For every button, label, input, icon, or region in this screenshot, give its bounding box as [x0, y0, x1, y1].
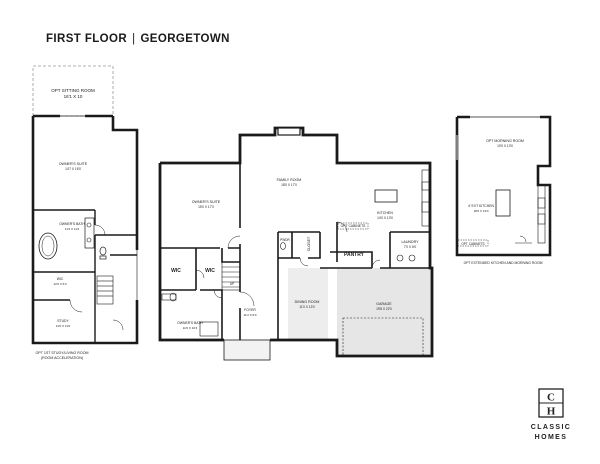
left-owners-bath-label: OWNER'S BATH	[59, 222, 85, 226]
monogram-h: H	[547, 406, 556, 418]
opt-sitting-room-label: OPT SITTING ROOM	[51, 88, 95, 93]
fireplace-icon	[277, 127, 301, 136]
main-stairs-icon	[221, 261, 241, 291]
wic-1-label: WIC	[171, 268, 181, 274]
family-room-label: FAMILY ROOM	[277, 178, 302, 182]
dining-room-label: DINING ROOM	[295, 300, 320, 304]
foyer-size: 11'2 X 6'0	[244, 313, 257, 317]
garage-floor	[337, 268, 432, 356]
left-owners-suite-size: 14'7 X 16'0	[65, 167, 81, 171]
owners-bath-label: OWNER'S BATH	[177, 321, 203, 325]
right-opt-cabinets-label: OPT CABINETS	[461, 242, 484, 246]
left-caption-line-2: (ROOM ACCELERATION)	[41, 356, 83, 360]
dining-floor	[288, 268, 328, 340]
page-title: FIRST FLOOR | GEORGETOWN	[46, 33, 230, 45]
opt-morning-room-label: OPT MORNING ROOM	[486, 139, 524, 143]
pantry-label: PANTRY	[344, 252, 365, 258]
toilet-icon	[169, 292, 177, 302]
kitchen-label: KITCHEN	[377, 211, 393, 215]
left-alternate-plan: OPT SITTING ROOM 16'1 X 10 OWNER'S SUITE…	[31, 65, 139, 360]
opt-cabinets-label: OPT CABINETS	[341, 224, 367, 228]
kitchen-size: 14'0 X 13'0	[377, 216, 393, 220]
logo-line-2: HOMES	[534, 434, 568, 441]
laundry-label: LAUNDRY	[401, 240, 419, 244]
bathtub-icon	[38, 232, 58, 260]
left-owners-suite-label: OWNER'S SUITE	[59, 162, 88, 166]
foyer-label: FOYER	[244, 308, 256, 312]
powder-label: PWDR	[280, 238, 290, 242]
opt-sitting-room-size: 16'1 X 10	[64, 94, 83, 99]
title-separator: |	[132, 33, 136, 45]
monogram-c: C	[547, 392, 555, 404]
classic-homes-logo: C H CLASSIC HOMES	[522, 388, 582, 448]
wic-2-label: WIC	[205, 268, 215, 274]
left-owners-bath-size: 11'2 X 11'2	[65, 227, 80, 231]
left-wic-size: 12'0 X 6'4	[53, 282, 66, 286]
family-room-size: 18'0 X 17'0	[281, 183, 297, 187]
left-wic-label: WIC	[57, 277, 64, 281]
right-alternate-plan: OPT MORNING ROOM 10'0 X 13'0 4' EXT KITC…	[455, 115, 552, 265]
owners-bath-size: 11'0 X 10'4	[183, 326, 198, 330]
floor-label: FIRST FLOOR	[46, 33, 128, 45]
stairs-icon	[96, 275, 114, 305]
garage-label: GARAGE	[376, 302, 392, 306]
ch-monogram-icon: C H	[538, 388, 564, 418]
garage-door-outline	[342, 317, 424, 357]
dining-room-size: 11'0 X 13'0	[299, 305, 315, 309]
front-porch	[223, 339, 271, 361]
laundry-size: 7'0 X 6'0	[404, 245, 416, 249]
opt-kitchen-island	[495, 189, 511, 217]
left-caption-line-1: OPT 1ST STUDY/LIVING ROOM	[36, 351, 89, 355]
kitchen-counter	[421, 169, 430, 227]
right-caption: OPT EXTENDED KITCHEN AND MORNING ROOM	[464, 261, 543, 265]
opt-morning-room-size: 10'0 X 13'0	[497, 144, 513, 148]
opt-kitchen-label: 4' EXT KITCHEN	[468, 204, 494, 208]
garage-size: 19'8 X 22'0	[376, 307, 392, 311]
owners-suite-label: OWNER'S SUITE	[192, 200, 221, 204]
model-name: GEORGETOWN	[140, 33, 230, 45]
left-study-label: STUDY	[57, 319, 69, 323]
left-study-size: 11'0 X 11'0	[56, 324, 71, 328]
logo-line-1: CLASSIC	[530, 424, 572, 431]
kitchen-island	[374, 189, 398, 203]
owners-suite-size: 15'0 X 17'0	[198, 205, 214, 209]
opt-kitchen-size: 18'0 X 13'0	[474, 209, 489, 213]
left-plan-walls	[31, 116, 139, 345]
stairs-up-label: UP	[230, 282, 234, 286]
right-plan-walls	[455, 115, 552, 257]
closet-label: CLOSET	[307, 236, 311, 251]
main-floor-plan: OWNER'S SUITE 15'0 X 17'0 FAMILY ROOM 18…	[158, 126, 434, 361]
